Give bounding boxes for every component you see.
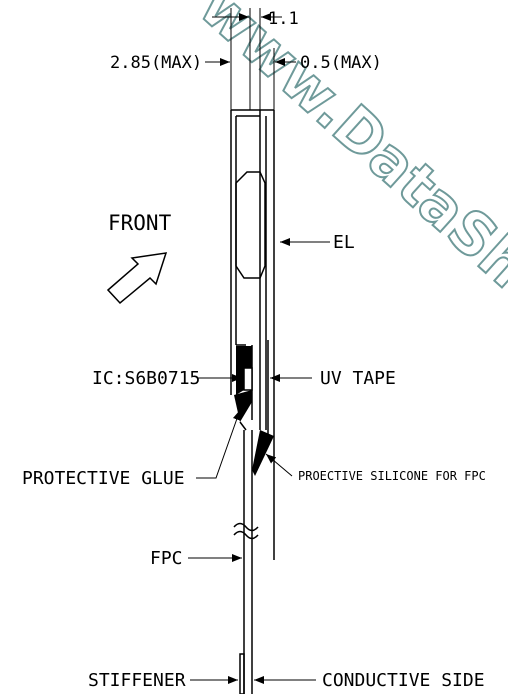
fpc-tail [233, 430, 259, 694]
label-conductive-side: CONDUCTIVE SIDE [322, 670, 485, 691]
label-uv-tape: UV TAPE [320, 368, 396, 389]
dimension-left-label: 2.85(MAX) [110, 53, 202, 73]
label-protective-glue: PROTECTIVE GLUE [22, 468, 185, 489]
label-protective-silicone: PROECTIVE SILICONE FOR FPC [298, 469, 486, 483]
label-ic: IC:S6B0715 [92, 368, 200, 389]
label-el: EL [333, 232, 355, 253]
label-fpc: FPC [150, 548, 183, 569]
dimension-lines [205, 8, 296, 110]
front-label: FRONT [108, 211, 172, 235]
label-stiffener: STIFFENER [88, 670, 186, 691]
dimension-top-label: 1.1 [268, 9, 299, 29]
dimension-right-label: 0.5(MAX) [300, 53, 382, 73]
front-arrow-icon [106, 252, 168, 305]
